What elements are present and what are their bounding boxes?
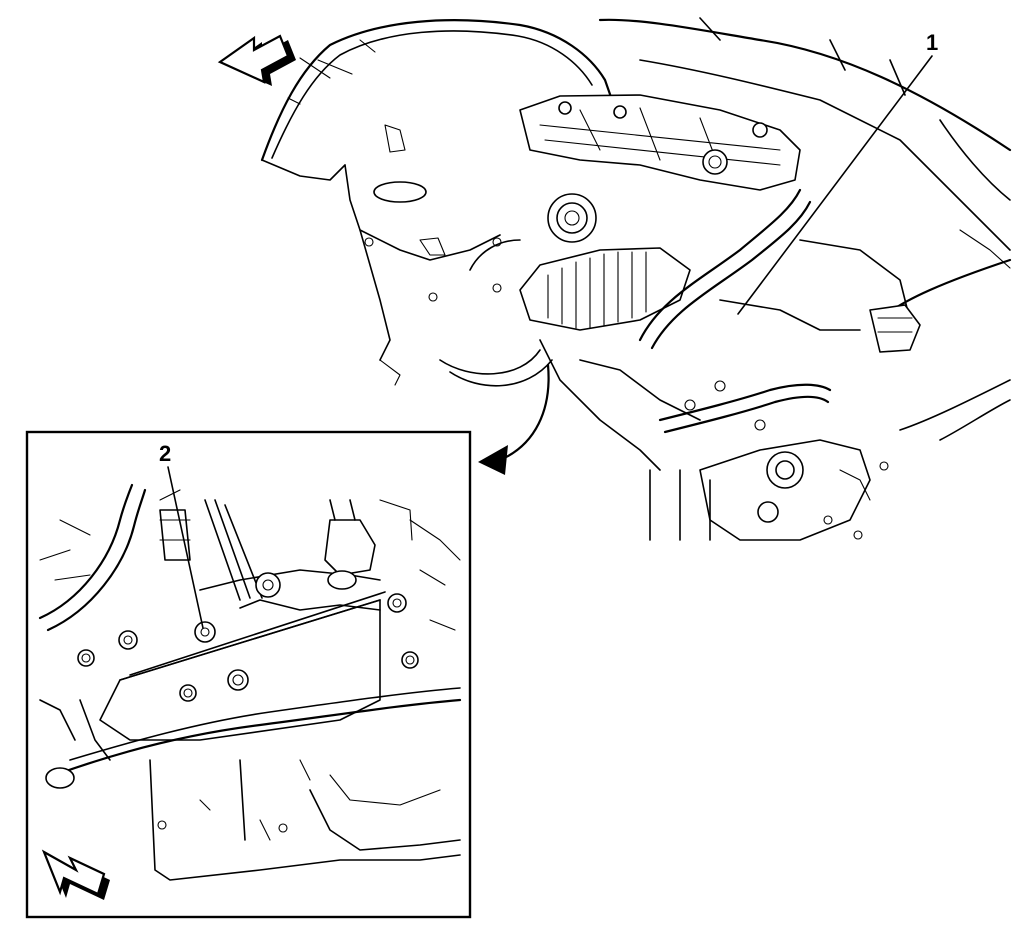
front-direction-arrow-top [217,34,296,86]
sensor-connector [324,519,376,576]
intake-manifold [519,247,691,331]
bolt-hole [179,684,197,702]
inset-detail-view: 2 [25,430,472,919]
crossmember [53,698,462,777]
throttle-body [547,193,597,243]
svg-text:2: 2 [159,441,171,466]
hood-edge [598,18,1012,152]
callout-2: 2 [159,441,204,629]
main-engine-view: 1 [217,17,1012,541]
fastener-2 [194,621,216,643]
fender-outline [260,19,614,162]
inner-apron [344,164,501,261]
coolant-hose [638,188,802,342]
inset-coolant-hose [38,483,134,620]
callout-1: 1 [737,30,938,315]
detail-pointer-arrow [478,363,550,475]
valve-cover [519,94,801,191]
transmission-mount [699,439,871,541]
engine-block [539,339,661,471]
front-direction-arrow-inset [41,849,110,900]
svg-text:1: 1 [926,30,938,55]
